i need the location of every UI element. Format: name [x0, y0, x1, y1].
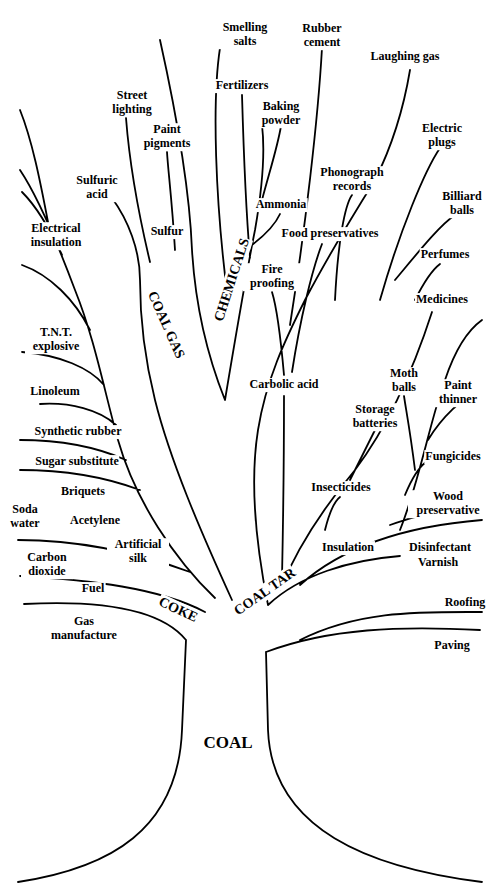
product-label: Roofing — [444, 596, 487, 610]
product-label: Gas manufacture — [44, 615, 124, 643]
product-label: Moth balls — [383, 367, 425, 395]
product-label: Briquets — [60, 485, 106, 499]
product-label: Phonograph records — [314, 166, 390, 194]
product-label: Synthetic rubber — [34, 425, 123, 439]
product-label: Sulfuric acid — [69, 174, 125, 202]
product-label: Paving — [433, 639, 470, 653]
product-label: Rubber cement — [296, 22, 348, 50]
product-label: Food preservatives — [281, 227, 380, 241]
product-label: Paint pigments — [137, 123, 197, 151]
product-label: Artificial silk — [107, 538, 169, 566]
branch-name: COAL GAS — [144, 288, 189, 362]
product-label: Disinfectant — [408, 541, 472, 555]
branch-name: COKE — [155, 594, 201, 627]
product-label: Sugar substitute — [34, 455, 119, 469]
product-label: Insecticides — [310, 481, 371, 495]
product-label: Acetylene — [69, 514, 121, 528]
tree-branches — [18, 40, 482, 882]
branch-name: COAL TAR — [230, 564, 299, 619]
product-label: Soda water — [3, 503, 47, 531]
product-label: Street lighting — [106, 89, 158, 117]
product-label: Fuel — [81, 582, 106, 596]
product-label: Smelling salts — [217, 21, 273, 49]
product-label: Laughing gas — [369, 50, 440, 64]
product-label: Medicines — [415, 293, 469, 307]
product-label: Electric plugs — [416, 122, 468, 150]
product-label: Fungicides — [424, 450, 481, 464]
product-label: Carbon dioxide — [21, 551, 73, 579]
product-label: Electrical insulation — [22, 222, 90, 250]
product-label: T.N.T. explosive — [25, 326, 87, 354]
root-name: COAL — [202, 733, 253, 753]
product-label: Billiard balls — [436, 190, 488, 218]
product-label: Linoleum — [29, 385, 80, 399]
product-label: Insulation — [321, 541, 375, 555]
product-label: Ammonia — [255, 198, 308, 212]
product-label: Fire proofing — [243, 263, 301, 291]
product-label: Wood preservative — [408, 490, 488, 518]
product-label: Fertilizers — [215, 79, 270, 93]
product-label: Paint thinner — [432, 379, 484, 407]
product-label: Carbolic acid — [249, 378, 320, 392]
product-label: Storage batteries — [346, 403, 404, 431]
product-label: Varnish — [417, 556, 459, 570]
product-label: Perfumes — [420, 248, 471, 262]
product-label: Baking powder — [255, 100, 307, 128]
product-label: Sulfur — [150, 225, 185, 239]
